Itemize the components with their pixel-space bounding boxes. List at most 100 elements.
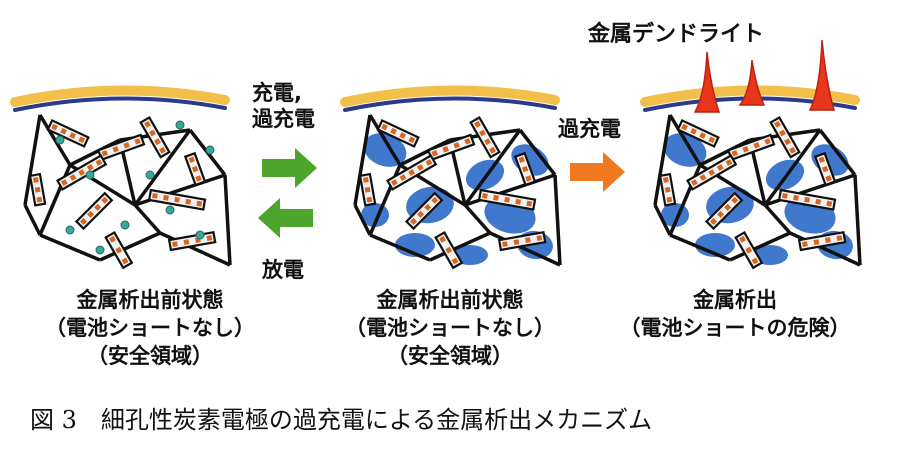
discharge-label: 放電 xyxy=(262,258,304,282)
intercalant-ion xyxy=(95,245,105,255)
chain-dot xyxy=(60,128,67,135)
chain-body xyxy=(376,119,420,148)
charge-arrow-right xyxy=(262,148,317,188)
carbon-chain xyxy=(513,151,537,187)
chain-dot xyxy=(185,198,192,205)
intercalant-ion xyxy=(145,170,155,180)
network-edge xyxy=(223,174,232,266)
carbon-chain xyxy=(46,119,90,148)
chain-dot xyxy=(191,165,199,173)
chain-dot xyxy=(502,241,508,248)
network-edge xyxy=(369,233,431,262)
chain-dot xyxy=(681,123,688,131)
metal-dendrite xyxy=(693,51,721,113)
carbon-chain xyxy=(477,188,537,211)
carbon-chain xyxy=(497,230,547,252)
carbon-chain xyxy=(74,191,114,231)
chain-dot xyxy=(451,257,459,265)
intercalant-ion xyxy=(205,145,215,155)
carbon-chain xyxy=(376,119,420,148)
chain-dot xyxy=(716,164,724,171)
carbon-chain xyxy=(358,172,377,207)
chain-dot xyxy=(764,138,771,145)
chain-dot xyxy=(536,235,543,241)
overcharge-arrow-right xyxy=(570,152,625,192)
chain-dot xyxy=(825,237,831,243)
network-edge xyxy=(353,114,372,206)
carbon-chain xyxy=(434,230,464,270)
chain-body xyxy=(167,230,217,252)
chain-dot xyxy=(784,138,791,146)
separator-line xyxy=(13,96,227,112)
dendrite-label: 金属デンドライト xyxy=(588,22,765,47)
chain-dot xyxy=(802,241,808,248)
intercalant-ion xyxy=(175,120,185,130)
chain-dot xyxy=(521,165,529,173)
chain-dot xyxy=(60,179,68,186)
carbon-chain xyxy=(167,230,217,252)
chain-dot xyxy=(739,235,746,243)
network-edge xyxy=(653,114,672,206)
state-right-line-1: 金属析出 xyxy=(693,288,777,312)
carbon-chain xyxy=(658,172,677,207)
chain-dot xyxy=(78,169,86,176)
chain-dot xyxy=(152,192,158,199)
chain-dot xyxy=(699,174,707,181)
chain-dot xyxy=(101,150,108,157)
carbon-chain xyxy=(104,230,134,270)
network-edge xyxy=(159,231,231,267)
chain-dot xyxy=(78,136,86,144)
panel-metal-deposition xyxy=(640,39,862,270)
network-edge xyxy=(99,231,161,262)
chain-dot xyxy=(825,175,832,182)
chain-dot xyxy=(493,194,499,201)
carbon-chain xyxy=(404,191,444,231)
chain-dot xyxy=(826,200,833,207)
carbon-network xyxy=(353,114,562,270)
chain-dot xyxy=(489,146,496,154)
overcharge-label: 過充電 xyxy=(558,117,621,141)
chain-dot xyxy=(445,246,453,254)
chain-dot xyxy=(818,156,825,163)
figure-caption: 図 3 細孔性炭素電極の過充電による金属析出メカニズム xyxy=(30,406,653,434)
charge-label: 充電, 過充電 xyxy=(252,80,315,132)
chain-dot xyxy=(439,235,446,243)
chain-dot xyxy=(32,177,39,183)
metal-dendrite xyxy=(808,39,835,111)
chain-dot xyxy=(782,192,788,199)
chain-dot xyxy=(793,194,799,201)
network-edge xyxy=(69,138,121,167)
network-edge xyxy=(133,203,162,235)
panel-before-charge xyxy=(10,85,232,270)
chain-dot xyxy=(123,142,130,149)
chain-dot xyxy=(453,142,460,149)
chain-dot xyxy=(774,120,781,128)
chain-dot xyxy=(525,175,532,182)
charge-label-line-2: 過充電 xyxy=(252,107,315,131)
intercalant-ion xyxy=(195,230,205,240)
state-left-line-3: （安全領域） xyxy=(87,344,213,368)
chain-dot xyxy=(779,129,786,137)
chain-dot xyxy=(442,146,449,153)
chain-body xyxy=(497,230,547,252)
chain-dot xyxy=(525,237,531,243)
network-edge xyxy=(853,174,862,266)
chain-dot xyxy=(504,196,510,203)
chain-dot xyxy=(159,146,166,154)
chain-dot xyxy=(195,175,202,182)
discharge-arrow-left xyxy=(258,198,313,238)
network-edge xyxy=(399,138,451,167)
chain-dot xyxy=(526,200,533,207)
chain-dot xyxy=(362,177,369,183)
network-edge xyxy=(818,128,857,177)
chain-dot xyxy=(69,132,76,139)
chain-dot xyxy=(804,196,810,203)
chain-dot xyxy=(708,136,716,144)
state-label-middle: 金属析出前状態 （電池ショートなし） （安全領域） xyxy=(330,286,570,370)
state-label-left: 金属析出前状態 （電池ショートなし） （安全領域） xyxy=(40,286,260,370)
network-edge xyxy=(463,128,522,207)
chain-dot xyxy=(188,156,195,163)
chain-dot xyxy=(172,241,178,248)
chain-dot xyxy=(813,239,820,246)
charge-label-line-1: 充電, xyxy=(252,81,302,105)
